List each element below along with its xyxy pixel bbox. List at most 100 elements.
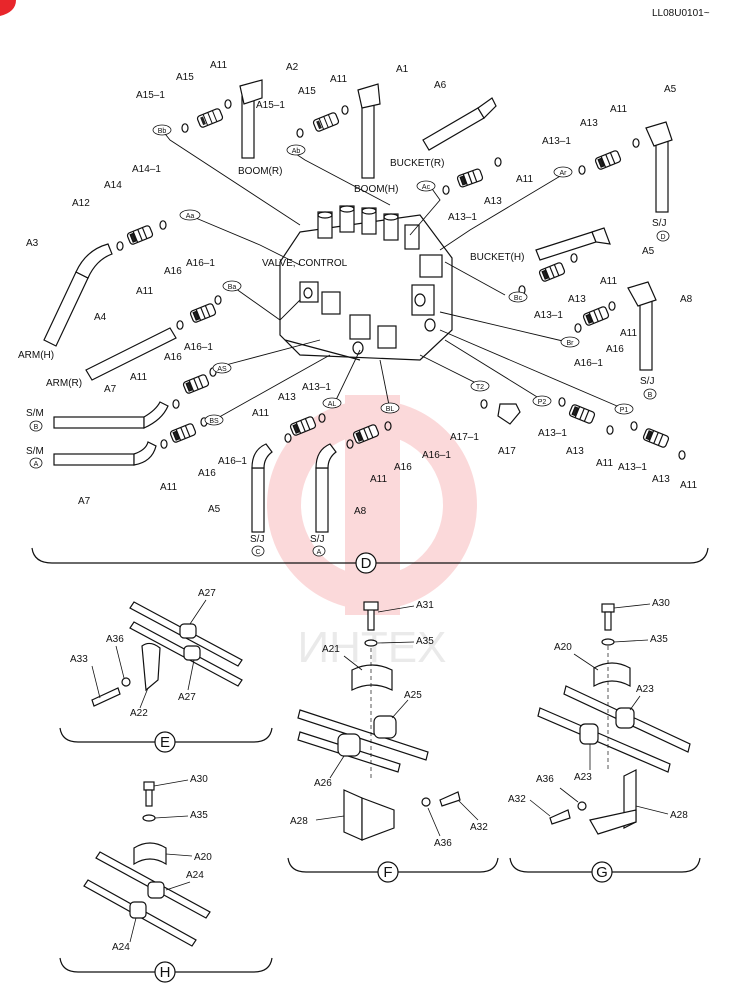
label-a6: A6 — [434, 80, 447, 91]
bucket-r-hose-a6 — [422, 97, 502, 195]
label-a20-b: A20 — [194, 852, 212, 863]
hose-a2 — [239, 79, 263, 159]
label-a35-b: A35 — [650, 634, 668, 645]
fitting-a17 — [497, 403, 521, 425]
label-a7-b: A7 — [78, 496, 91, 507]
label-a24-b: A24 — [112, 942, 130, 953]
label-sj-a: S/J — [310, 534, 324, 545]
label-arm-r: ARM(R) — [46, 378, 82, 389]
fitting-a16 — [189, 302, 217, 324]
label-a16-c: A16 — [164, 352, 182, 363]
label-a11-m: A11 — [680, 480, 697, 491]
o-ring-a11 — [494, 157, 502, 167]
o-ring-a11 — [224, 99, 232, 109]
label-a13-1c: A13–1 — [534, 310, 563, 321]
label-a13-1d: A13–1 — [302, 382, 331, 393]
label-boom-r: BOOM(R) — [238, 166, 282, 177]
label-sm-a-c: A — [34, 461, 39, 468]
fitting-a13 — [538, 261, 566, 283]
fitting-a15 — [312, 111, 340, 133]
label-p1: P1 — [620, 407, 629, 414]
label-a28-b: A28 — [670, 810, 688, 821]
fitting-a13 — [568, 403, 596, 425]
label-sm-b: S/M — [26, 408, 44, 419]
label-bucket-r: BUCKET(R) — [390, 158, 444, 169]
watermark-text: ИНТЕХ — [298, 623, 447, 672]
label-a14: A14 — [104, 180, 122, 191]
fitting-a15 — [196, 107, 224, 129]
label-a13-c: A13 — [568, 294, 586, 305]
section-h-clamp — [83, 781, 211, 947]
label-sj-d: S/J — [652, 218, 666, 229]
label-a11-d: A11 — [516, 174, 533, 185]
label-a13-1b: A13–1 — [448, 212, 477, 223]
label-a33: A33 — [70, 654, 88, 665]
label-a36-c: A36 — [536, 774, 554, 785]
fitting-a13 — [594, 149, 622, 171]
arm-r-hose-a4 — [85, 295, 222, 381]
label-d-circ: D — [660, 234, 665, 241]
o-ring-a13-1 — [630, 421, 638, 431]
label-a27-a: A27 — [198, 588, 216, 599]
label-sec-d: D — [361, 555, 372, 572]
o-ring-a12 — [116, 241, 124, 251]
label-a15-1b: A15–1 — [256, 100, 285, 111]
bucket-h-hose-a5 — [518, 227, 611, 295]
label-sm-a: S/M — [26, 446, 44, 457]
label-a11-g: A11 — [620, 328, 637, 339]
label-a13-e: A13 — [566, 446, 584, 457]
fitting-a16 — [169, 422, 197, 444]
label-valve: VALVE, CONTROL — [262, 258, 348, 269]
o-ring-a11 — [176, 320, 184, 330]
label-a30-b: A30 — [190, 774, 208, 785]
label-a16-a: A16 — [164, 266, 182, 277]
label-a16-e: A16 — [394, 462, 412, 473]
fitting-a13 — [456, 167, 484, 189]
label-a35-a: A35 — [416, 636, 434, 647]
label-a1: A1 — [396, 64, 409, 75]
label-a13-f: A13 — [652, 474, 670, 485]
section-g-marker: G — [591, 861, 613, 883]
label-a32-b: A32 — [508, 794, 526, 805]
label-as: AS — [217, 366, 227, 373]
sm-b-hose-a7 — [53, 367, 217, 429]
label-a16-1e: A16–1 — [422, 450, 451, 461]
label-a8-r: A8 — [680, 294, 693, 305]
label-c-circ: C — [255, 549, 260, 556]
label-a25: A25 — [404, 690, 422, 701]
label-a11-c: A11 — [610, 104, 627, 115]
label-ac: Ac — [422, 184, 431, 191]
port-tag-texts: Bb Ab Ac Ar Aa Ba AS BS AL BL T2 P2 P1 B… — [34, 128, 666, 556]
label-al: AL — [328, 401, 337, 408]
o-ring-a11 — [172, 399, 180, 409]
label-b-circ: B — [648, 392, 653, 399]
label-a28-a: A28 — [290, 816, 308, 827]
label-a-circ: A — [317, 549, 322, 556]
corner-mark — [0, 0, 16, 16]
label-a13-b: A13 — [484, 196, 502, 207]
o-ring-a14-1 — [159, 220, 167, 230]
label-a17-1: A17–1 — [450, 432, 479, 443]
sm-a-hose-a7 — [53, 417, 208, 466]
label-a5-top: A5 — [664, 84, 677, 95]
o-ring-a13-1 — [558, 397, 566, 407]
label-a23-b: A23 — [574, 772, 592, 783]
label-sj-b: S/J — [640, 376, 654, 387]
label-a5-r: A5 — [642, 246, 655, 257]
sj-b-hose-a8 — [574, 281, 657, 371]
label-a16-1d: A16–1 — [218, 456, 247, 467]
sj-c-hose-a5 — [251, 413, 326, 533]
section-leaders — [91, 599, 669, 943]
watermark-logo: ИНТЕХ — [267, 395, 477, 672]
label-boom-h: BOOM(H) — [354, 184, 398, 195]
label-a4: A4 — [94, 312, 107, 323]
label-aa: Aa — [186, 213, 195, 220]
label-a26: A26 — [314, 778, 332, 789]
control-valve — [279, 205, 453, 361]
label-sj-c: S/J — [250, 534, 264, 545]
label-a27-b: A27 — [178, 692, 196, 703]
label-bb: Bb — [158, 128, 167, 135]
label-sec-e: E — [160, 734, 170, 751]
o-ring-a13-1 — [442, 185, 450, 195]
